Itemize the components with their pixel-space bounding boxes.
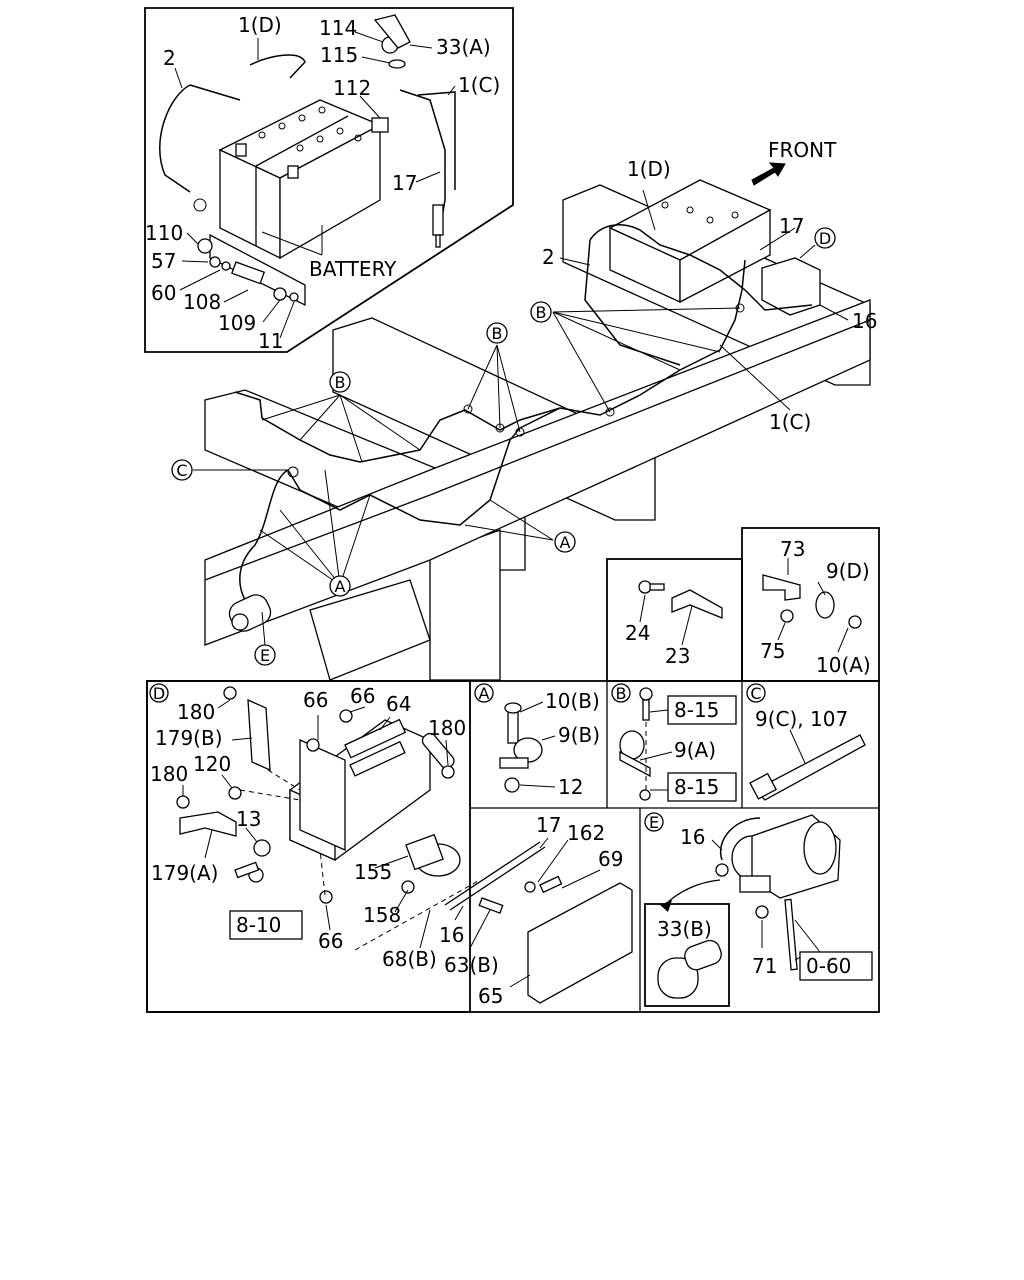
svg-text:D: D: [153, 684, 165, 703]
label-155: 155: [354, 860, 392, 884]
label-69: 69: [598, 847, 623, 871]
label-66-c: 66: [318, 929, 343, 953]
callout-b-right: B: [530, 301, 552, 323]
label-180-right: 180: [428, 716, 466, 740]
label-179b: 179(B): [155, 726, 223, 750]
label-9c-107: 9(C), 107: [755, 707, 848, 731]
label-0-60: 0-60: [806, 954, 851, 978]
label-2-main: 2: [542, 245, 555, 269]
label-17-d: 17: [536, 813, 561, 837]
svg-text:B: B: [616, 684, 627, 703]
label-33a: 33(A): [436, 35, 491, 59]
label-2-inset: 2: [163, 46, 176, 70]
label-battery: BATTERY: [309, 257, 397, 281]
detail-parts-right: 16 63(B) 65 17 162 69: [146, 680, 880, 1013]
callout-e-main: E: [254, 644, 276, 666]
callout-b-left: B: [329, 371, 351, 393]
label-1c-main: 1(C): [769, 410, 811, 434]
label-front: FRONT: [768, 138, 837, 162]
label-10a: 10(A): [816, 653, 871, 677]
label-158: 158: [363, 903, 401, 927]
label-114: 114: [319, 16, 357, 40]
label-23: 23: [665, 644, 690, 668]
svg-text:E: E: [649, 813, 659, 832]
label-1d-main: 1(D): [627, 157, 671, 181]
detail-box-c: C 9(C), 107: [746, 683, 866, 801]
label-108: 108: [183, 290, 221, 314]
callout-b-center: B: [486, 322, 508, 344]
label-71: 71: [752, 954, 777, 978]
label-9b: 9(B): [558, 723, 600, 747]
label-179a: 179(A): [151, 861, 218, 885]
svg-text:C: C: [750, 684, 761, 703]
svg-text:B: B: [335, 373, 346, 392]
label-16-e: 16: [680, 825, 705, 849]
svg-text:A: A: [479, 684, 490, 703]
svg-text:A: A: [335, 577, 346, 596]
label-110: 110: [145, 221, 183, 245]
label-8-15-bottom: 8-15: [674, 775, 719, 799]
label-1c-inset: 1(C): [458, 73, 500, 97]
label-9d: 9(D): [826, 559, 870, 583]
battery-box-drawing: [218, 99, 382, 260]
svg-text:D: D: [819, 229, 831, 248]
chassis-drawing: FRONT 1(D) 17 2 16 1(C) B B B C A A E D: [171, 138, 877, 681]
label-17-inset: 17: [392, 171, 417, 195]
detail-box-d: D: [146, 680, 481, 1013]
detail-box-b: B 8-15 9(A) 8-15: [611, 683, 737, 802]
label-180-left: 180: [150, 762, 188, 786]
detail-box-a: A 10(B) 9(B) 12: [474, 683, 600, 799]
detail-box-bracket-23: 24 23: [606, 558, 743, 682]
label-63b: 63(B): [444, 953, 499, 977]
label-120: 120: [193, 752, 231, 776]
callout-d-box: D: [149, 683, 169, 703]
label-8-10: 8-10: [236, 913, 281, 937]
label-112: 112: [333, 76, 371, 100]
callout-a-bottom: A: [329, 575, 351, 597]
svg-text:C: C: [176, 461, 187, 480]
callout-e-box: E: [644, 812, 664, 832]
label-180-top: 180: [177, 700, 215, 724]
label-75: 75: [760, 639, 785, 663]
label-162: 162: [567, 821, 605, 845]
label-115: 115: [320, 43, 358, 67]
callout-c-main: C: [171, 459, 193, 481]
callout-b-box: B: [611, 683, 631, 703]
label-64: 64: [386, 692, 411, 716]
label-57: 57: [151, 249, 176, 273]
label-1d-inset: 1(D): [238, 13, 282, 37]
label-16-d: 16: [439, 923, 464, 947]
label-24: 24: [625, 621, 650, 645]
callout-d-main: D: [814, 227, 836, 249]
detail-box-clamp-9d: 73 9(D) 75 10(A): [741, 527, 880, 682]
label-12: 12: [558, 775, 583, 799]
battery-inset: 1(D) 114 115 33(A) 2 112 1(C) 17 110 57 …: [144, 7, 514, 353]
label-17-main: 17: [779, 214, 804, 238]
label-66-b: 66: [350, 684, 375, 708]
label-11: 11: [258, 329, 283, 353]
callout-a-right: A: [554, 531, 576, 553]
svg-text:E: E: [260, 646, 270, 665]
label-10b: 10(B): [545, 689, 600, 713]
label-8-15-top: 8-15: [674, 698, 719, 722]
label-73: 73: [780, 537, 805, 561]
svg-text:B: B: [492, 324, 503, 343]
detail-box-e: E 16 71 0-60 33(B): [644, 812, 873, 1007]
svg-text:B: B: [536, 303, 547, 322]
label-65: 65: [478, 984, 503, 1008]
svg-text:A: A: [560, 533, 571, 552]
label-68b: 68(B): [382, 947, 437, 971]
label-109: 109: [218, 311, 256, 335]
callout-c-box: C: [746, 683, 766, 703]
label-16-main: 16: [852, 309, 877, 333]
label-66-a: 66: [303, 688, 328, 712]
label-13: 13: [236, 807, 261, 831]
label-33b: 33(B): [657, 917, 712, 941]
label-9a: 9(A): [674, 738, 716, 762]
label-60: 60: [151, 281, 176, 305]
callout-a-box: A: [474, 683, 494, 703]
